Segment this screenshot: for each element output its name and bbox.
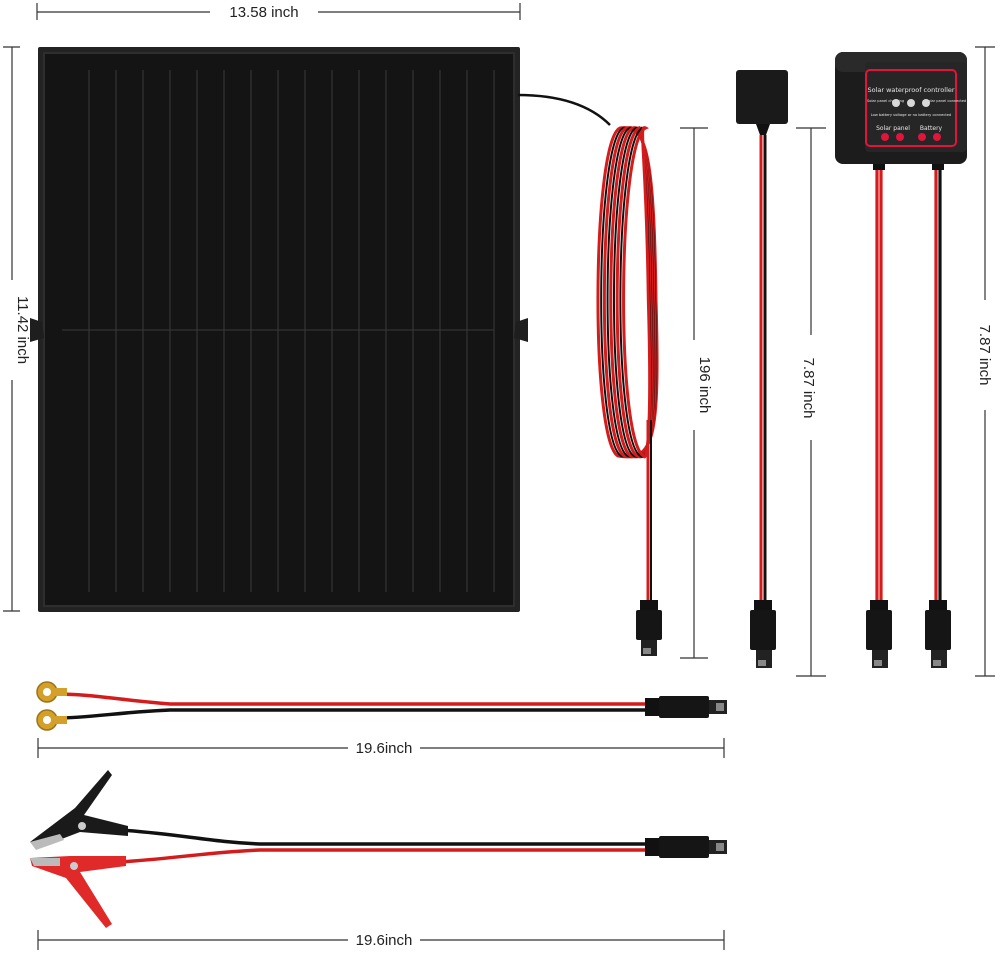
charge-controller: Solar waterproof controller Solar panel … [835, 52, 967, 668]
sensor-cable-label: 7.87 inch [800, 358, 817, 419]
panel-width-dimension [36, 3, 521, 20]
cable-coil [596, 126, 659, 459]
panel-height-dimension [3, 46, 20, 612]
cable-coil-loop [622, 126, 652, 459]
solar-panel [30, 47, 528, 612]
extension-length-dimension [680, 127, 708, 659]
panel-cell-grid [88, 70, 495, 592]
controller-indicator-bottom: Low battery voltage or no battery connec… [871, 113, 952, 117]
ring-terminal-top [36, 681, 67, 703]
ring-terminal-cable [36, 681, 727, 731]
ring-cable-dimension [37, 738, 725, 758]
controller-label-solar: Solar panel [876, 125, 910, 132]
sensor-cable-dimension [796, 127, 826, 677]
ring-terminal-bottom [36, 709, 67, 731]
clip-cable-dimension [37, 930, 725, 950]
sae-connector-ring [645, 696, 727, 718]
sae-connector-battery [925, 600, 951, 668]
red-alligator-clip [30, 856, 126, 928]
extension-length-label: 196 inch [696, 357, 713, 414]
mount-bracket-left [30, 318, 44, 342]
ring-cable-label: 19.6inch [356, 740, 413, 757]
alligator-clip-cable [30, 770, 727, 928]
clip-cable-label: 19.6inch [356, 932, 413, 949]
sae-connector-extension [636, 600, 662, 656]
controller-title: Solar waterproof controller [867, 86, 954, 94]
panel-extension-cable [517, 93, 659, 605]
controller-cable-dimension [975, 46, 995, 677]
mount-bracket-right [514, 318, 528, 342]
panel-width-label: 13.58 inch [229, 4, 298, 21]
black-alligator-clip [30, 770, 128, 850]
controller-indicator-right: Solar panel connected [926, 99, 966, 103]
controller-label-battery: Battery [920, 125, 943, 132]
controller-cable-label: 7.87 inch [976, 325, 993, 386]
panel-height-label: 11.42 inch [14, 296, 31, 364]
controller-indicator-left: Solar panel charging [867, 99, 904, 103]
terminal-markers [881, 133, 941, 141]
status-led-group [892, 99, 930, 107]
sae-connector-solar [866, 600, 892, 668]
sensor-module [736, 70, 788, 668]
sae-connector-clip [645, 836, 727, 858]
